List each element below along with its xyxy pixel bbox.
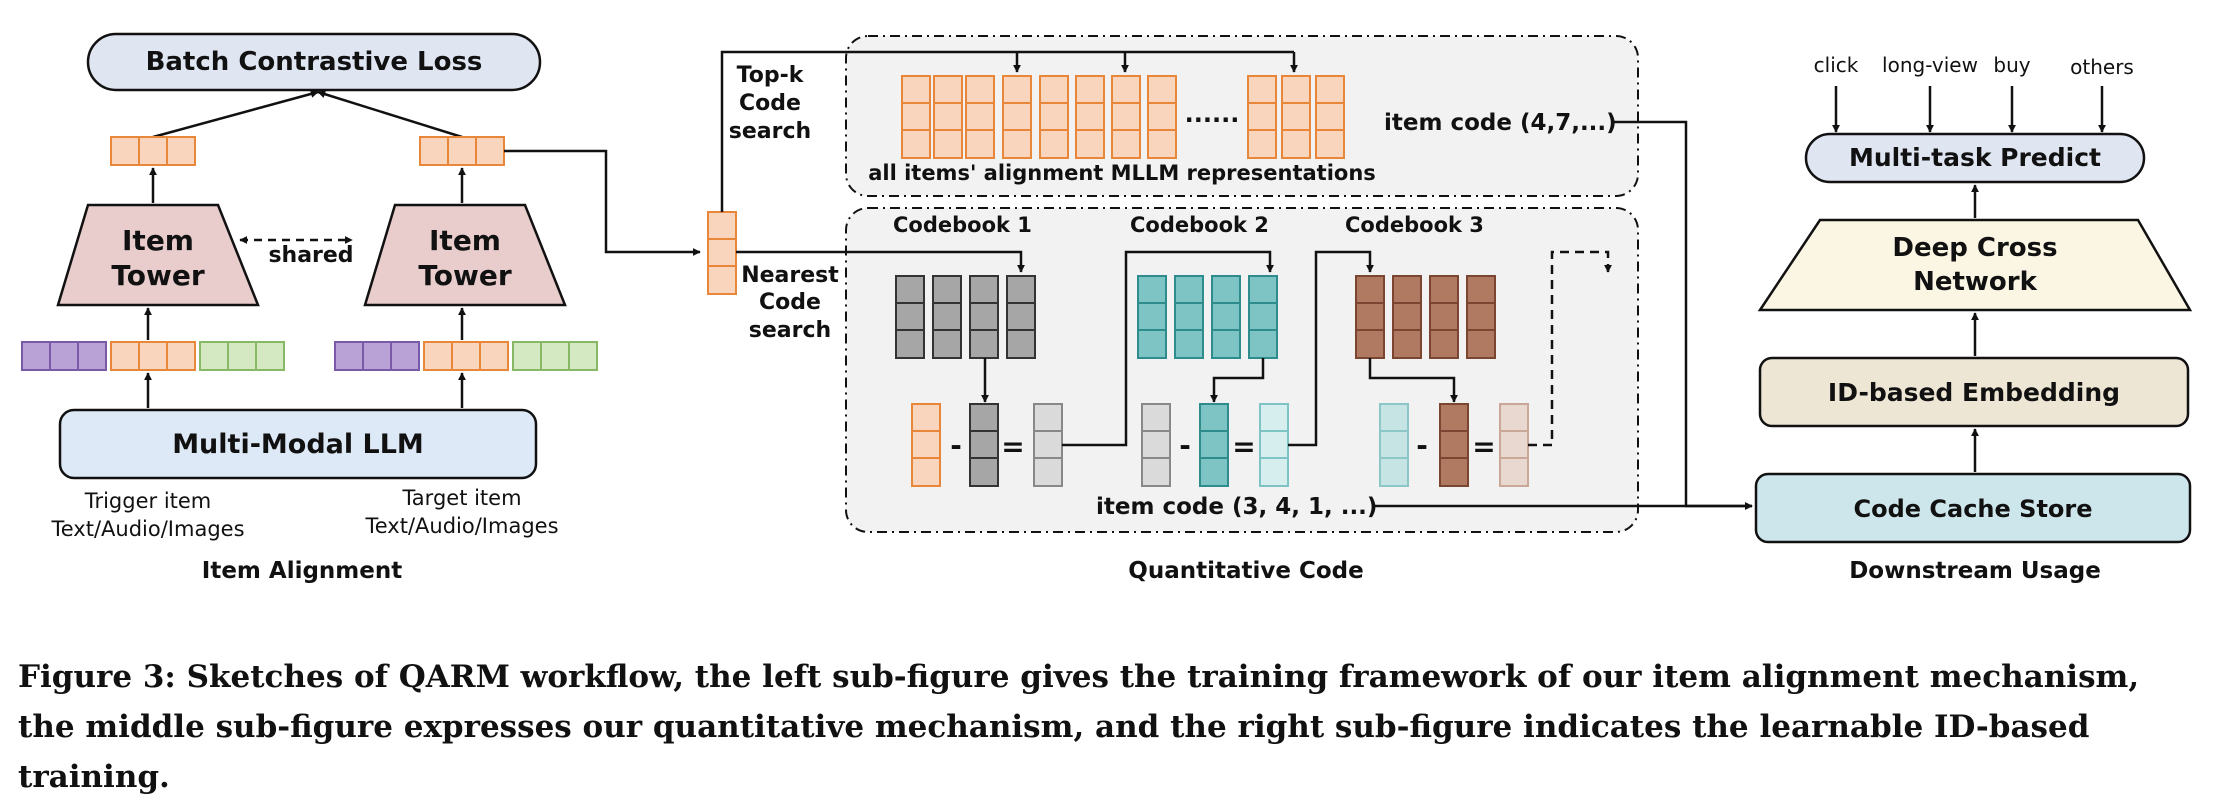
multi-task-predict-box (1804, 132, 2146, 184)
left-feature-strip (21, 341, 285, 371)
equals-sign-2: = (1232, 430, 1255, 463)
dcn-label-line2: Network (1913, 267, 2038, 297)
code-cache-store-box (1754, 472, 2192, 544)
left-tower-label-line2: Tower (111, 259, 204, 292)
item-alignment-panel: Batch Contrastive Loss Item Tower Item T… (21, 32, 598, 584)
codebook-2-columns (1137, 275, 1278, 359)
right-item-tower (363, 203, 567, 307)
all-items-reps-label: all items' alignment MLLM representation… (868, 161, 1376, 185)
right-tower-label-line2: Tower (418, 259, 511, 292)
residual-input-2 (1141, 403, 1171, 487)
codebook-1-columns (895, 275, 1036, 359)
trigger-item-line1: Trigger item (84, 489, 212, 513)
arrow-left-emb-to-loss (152, 90, 319, 139)
nearest-label-line3: search (749, 318, 831, 343)
downstream-usage-panel: click long-view buy others Multi-task Pr… (1754, 53, 2193, 584)
codebook-2-select-arrow (1210, 358, 1265, 403)
residual-1-to-codebook-2 (1062, 250, 1274, 447)
signal-click: click (1814, 53, 1859, 77)
figure-caption: Figure 3: Sketches of QARM workflow, the… (18, 659, 2140, 795)
residual-output-3 (1499, 403, 1529, 487)
residual-2-to-codebook-3 (1288, 250, 1374, 447)
codebook-1-label: Codebook 1 (893, 213, 1032, 237)
shared-label: shared (268, 243, 353, 268)
quantitative-code-panel: Top-k Code search Nearest Code search ..… (707, 35, 1639, 584)
arrow-embedding-to-query (504, 149, 701, 256)
signal-long-view: long-view (1882, 53, 1978, 77)
residual-output-1 (1033, 403, 1063, 487)
minus-sign-1: - (950, 429, 962, 462)
topk-search-line (720, 50, 1294, 212)
topk-label-line3: search (729, 119, 811, 144)
residual-3-continue-dashed (1528, 250, 1612, 447)
residual-input-1 (911, 403, 941, 487)
bottom-item-code-label: item code (3, 4, 1, ...) (1096, 494, 1377, 520)
quantitative-code-title: Quantitative Code (1128, 558, 1363, 584)
right-tower-label-line1: Item (429, 224, 501, 257)
target-item-line2: Text/Audio/Images (364, 514, 558, 538)
left-output-embedding (110, 136, 196, 166)
signal-buy: buy (1993, 53, 2030, 77)
code-cache-store-label: Code Cache Store (1853, 495, 2092, 523)
item-alignment-title: Item Alignment (202, 558, 402, 584)
nearest-label-line1: Nearest (741, 263, 839, 288)
qarm-workflow-diagram: Batch Contrastive Loss Item Tower Item T… (21, 32, 2193, 584)
left-item-tower (56, 203, 260, 307)
multi-task-predict-label: Multi-task Predict (1849, 143, 2101, 172)
left-tower-label-line1: Item (122, 224, 194, 257)
multi-modal-llm-label: Multi-Modal LLM (172, 429, 424, 460)
multi-modal-llm-box (58, 408, 538, 480)
minus-sign-2: - (1179, 429, 1191, 462)
right-feature-strip (334, 341, 598, 371)
arrow-right-emb-to-loss (317, 90, 463, 139)
target-item-line1: Target item (401, 486, 521, 510)
topk-label-line2: Code (739, 91, 801, 116)
signal-others: others (2070, 55, 2134, 79)
id-based-embedding-box (1758, 356, 2190, 428)
batch-contrastive-loss-label: Batch Contrastive Loss (146, 47, 483, 77)
minus-sign-3: - (1416, 429, 1428, 462)
equals-sign-3: = (1472, 430, 1495, 463)
query-code-vector (707, 211, 737, 295)
topk-label-line1: Top-k (737, 63, 805, 88)
codebook-3-columns (1355, 275, 1496, 359)
ellipsis-dots: ...... (1185, 100, 1240, 128)
codebook-3-label: Codebook 3 (1345, 213, 1484, 237)
deep-cross-network-box (1757, 218, 2193, 312)
id-based-embedding-label: ID-based Embedding (1828, 378, 2120, 407)
right-output-embedding (419, 136, 505, 166)
dcn-label-line1: Deep Cross (1892, 233, 2057, 263)
selected-code-2 (1199, 403, 1229, 487)
residual-input-3 (1379, 403, 1409, 487)
selected-code-1 (969, 403, 999, 487)
top-item-code-label: item code (4,7,...) (1384, 110, 1617, 136)
trigger-item-line2: Text/Audio/Images (50, 517, 244, 541)
downstream-usage-title: Downstream Usage (1849, 558, 2101, 584)
codebook-2-label: Codebook 2 (1130, 213, 1269, 237)
residual-output-2 (1259, 403, 1289, 487)
top-rep-columns (901, 75, 1345, 159)
batch-contrastive-loss-box (86, 32, 542, 92)
selected-code-3 (1439, 403, 1469, 487)
codebook-3-select-arrow (1368, 358, 1458, 403)
nearest-label-line2: Code (759, 290, 821, 315)
nearest-search-line (736, 250, 1025, 273)
equals-sign-1: = (1001, 430, 1024, 463)
